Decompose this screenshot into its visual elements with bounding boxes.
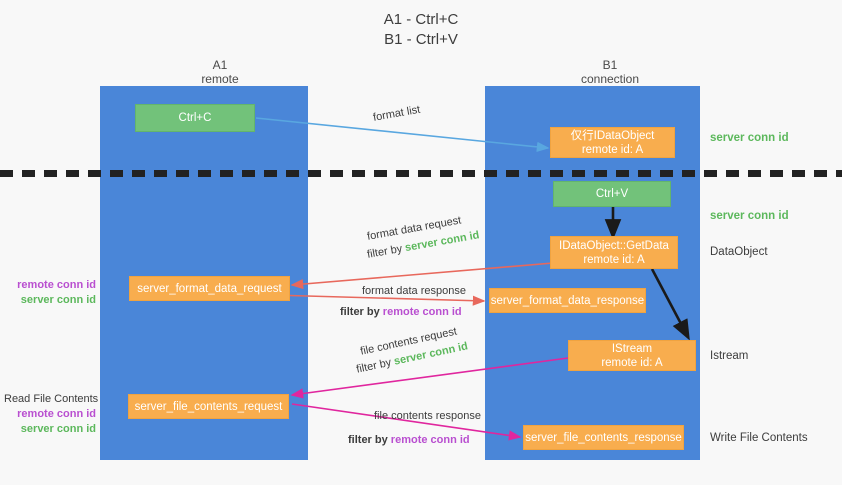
- edge-filter-file-contents-response: filter by remote conn id: [348, 433, 470, 447]
- filter-by-text: filter by: [340, 306, 380, 318]
- title-line-2: B1 - Ctrl+V: [384, 31, 458, 48]
- box-server-format-data-request-label: server_format_data_request: [137, 282, 282, 295]
- box-istream[interactable]: IStream remote id: A: [568, 340, 696, 371]
- filter-by-text: filter by: [366, 242, 404, 261]
- lane-header-a1-subtitle: remote: [201, 72, 239, 86]
- right-label-istream: Istream: [710, 350, 748, 362]
- left-label-server-conn-id: server conn id: [20, 294, 96, 306]
- edge-label-format-list-text: format list: [372, 103, 422, 124]
- right-label-server-conn-id-second-text: server conn id: [710, 210, 789, 222]
- box-server-file-contents-request[interactable]: server_file_contents_request: [128, 394, 289, 419]
- box-server-format-data-response[interactable]: server_format_data_response: [489, 288, 646, 313]
- box-ole-idataobject-label: 仅行IDataObject: [570, 129, 655, 142]
- lane-header-b1-name: B1: [602, 58, 618, 72]
- box-idataobject-getdata-remote-id: remote id: A: [583, 253, 645, 266]
- filter-remote-conn-id: remote conn id: [390, 434, 470, 446]
- edge-label-format-list: format list: [372, 103, 421, 125]
- box-server-file-contents-response[interactable]: server_file_contents_response: [523, 425, 684, 450]
- box-ctrl-c-label: Ctrl+C: [178, 112, 212, 124]
- lane-header-a1: A1 remote: [130, 58, 310, 86]
- page-title: A1 - Ctrl+C B1 - Ctrl+V: [0, 10, 842, 50]
- lane-header-a1-name: A1: [212, 58, 228, 72]
- filter-by-text: filter by: [348, 434, 388, 446]
- box-istream-label: IStream: [611, 342, 653, 355]
- box-server-file-contents-request-label: server_file_contents_request: [134, 400, 283, 413]
- box-ctrl-c[interactable]: Ctrl+C: [135, 104, 255, 132]
- box-server-format-data-response-label: server_format_data_response: [490, 294, 645, 307]
- left-label-remote-conn-id: remote conn id: [17, 279, 96, 291]
- left-label-remote-conn-id: remote conn id: [17, 408, 96, 420]
- filter-remote-conn-id: remote conn id: [382, 306, 462, 318]
- right-label-server-conn-id-second: server conn id: [710, 210, 789, 222]
- left-label-read-file-contents-heading: Read File Contents: [4, 393, 99, 405]
- box-server-file-contents-response-label: server_file_contents_response: [525, 431, 682, 444]
- right-label-write-file-contents: Write File Contents: [710, 432, 808, 444]
- phase-divider: [0, 170, 842, 177]
- box-ole-idataobject-remote-id: remote id: A: [581, 143, 644, 156]
- edge-filter-format-data-response: filter by remote conn id: [340, 305, 462, 319]
- edge-label-file-contents-response-text: file contents response: [374, 410, 482, 422]
- left-label-read-file-contents: Read File Contents remote conn id server…: [4, 392, 99, 437]
- edge-label-file-contents-response: file contents response: [374, 409, 481, 423]
- box-idataobject-getdata[interactable]: IDataObject::GetData remote id: A: [550, 236, 678, 269]
- left-label-format-conn-ids: remote conn id server conn id: [8, 278, 96, 308]
- box-idataobject-getdata-label: IDataObject::GetData: [559, 239, 669, 252]
- edge-label-format-data-response: format data response: [362, 284, 466, 298]
- right-label-dataobject-text: DataObject: [710, 246, 768, 258]
- left-label-server-conn-id: server conn id: [20, 423, 96, 435]
- right-label-istream-text: Istream: [710, 350, 749, 362]
- edge-label-format-data-response-text: format data response: [362, 285, 466, 297]
- box-ctrl-v[interactable]: Ctrl+V: [553, 181, 671, 207]
- box-ctrl-v-label: Ctrl+V: [595, 188, 629, 200]
- right-label-server-conn-id-top: server conn id: [710, 132, 789, 144]
- title-line-1: A1 - Ctrl+C: [383, 11, 459, 28]
- lane-header-b1-subtitle: connection: [580, 72, 640, 86]
- right-label-write-file-contents-text: Write File Contents: [710, 432, 808, 444]
- box-server-format-data-request[interactable]: server_format_data_request: [129, 276, 290, 301]
- box-ole-idataobject[interactable]: 仅行IDataObject remote id: A: [550, 127, 675, 158]
- box-istream-remote-id: remote id: A: [601, 356, 663, 369]
- lane-header-b1: B1 connection: [520, 58, 700, 86]
- filter-by-text: filter by: [355, 356, 393, 376]
- right-label-server-conn-id-top-text: server conn id: [710, 132, 789, 144]
- right-label-dataobject: DataObject: [710, 246, 768, 258]
